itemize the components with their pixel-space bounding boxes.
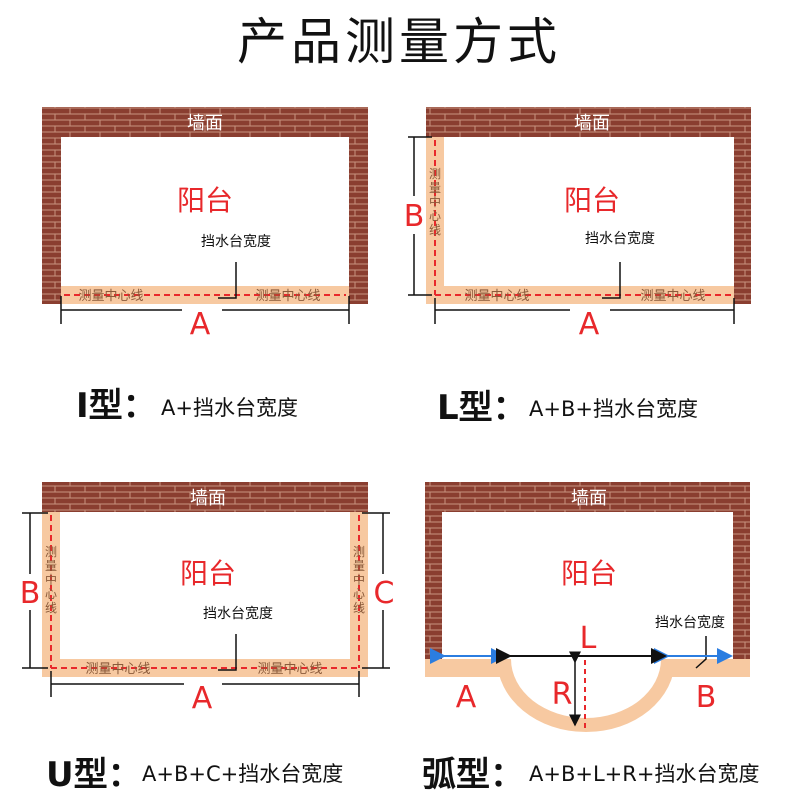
wall-label: 墙面 [571,488,607,509]
panel-l-type: 墙面 阳台 挡水台宽度 测量中心线 测量中心线 测量中心线 B A [404,107,751,342]
formula-text: A+B+C+挡水台宽度 [142,762,344,786]
center-line-label-left: 测量中心线 [464,289,529,304]
wall-left [42,137,61,304]
dim-c-letter: C [374,576,395,611]
formula-text: A+B+L+R+挡水台宽度 [529,762,760,786]
ledge-arc [497,659,675,732]
dim-a-letter: A [190,307,211,342]
center-line-label-vertical: 测量中心线 [429,167,441,237]
dim-b-letter: B [696,680,717,715]
wall-label: 墙面 [574,113,610,134]
center-line-label-left: 测量中心线 [78,289,143,304]
dim-a-letter: A [456,680,477,715]
wall-top [42,107,368,137]
dim-a-letter: A [579,307,600,342]
ledge-width-pointer [602,262,621,299]
ledge-right [667,659,750,677]
balcony-label: 阳台 [180,557,236,590]
type-label: I型： [76,386,157,426]
ledge-left [42,512,60,677]
center-line-label-right: 测量中心线 [640,289,705,304]
wall-top [426,107,751,137]
dim-l-letter: L [580,621,597,656]
dim-b-letter: B [20,576,41,611]
ledge-width-label: 挡水台宽度 [585,230,655,247]
formula-text: A+B+挡水台宽度 [529,397,698,421]
panel-u-type: 墙面 阳台 挡水台宽度 测量中心线 测量中心线 测量中心线 测量中心线 B C … [20,482,395,716]
type-label: L型： [437,388,527,428]
dim-b-letter: B [404,199,425,234]
dim-a-letter: A [192,681,213,716]
ledge-width-pointer [218,262,237,299]
ledge-width-label: 挡水台宽度 [203,605,273,622]
balcony-label: 阳台 [564,184,620,217]
panel-i-type: 墙面 阳台 挡水台宽度 测量中心线 测量中心线 A [42,107,368,342]
center-line-label-right: 测量中心线 [255,289,320,304]
ledge-width-label: 挡水台宽度 [201,233,271,250]
wall-top [42,482,368,512]
formula-text: A+挡水台宽度 [161,396,298,420]
wall-top [425,482,750,512]
center-line-label-bottom-right: 测量中心线 [257,662,322,677]
center-line-label-right-vertical: 测量中心线 [353,545,365,615]
ledge-width-pointer [218,634,237,671]
ledge-right [350,512,368,677]
wall-right [733,512,750,677]
wall-left [425,512,442,677]
wall-right [349,137,368,304]
balcony-label: 阳台 [177,184,233,217]
balcony-label: 阳台 [561,557,617,590]
center-line-label-bottom-left: 测量中心线 [85,662,150,677]
type-label: U型： [46,755,142,795]
type-label: 弧型： [422,755,524,795]
ledge-left [425,659,506,677]
center-line-label-left-vertical: 测量中心线 [45,545,57,615]
panel-arc-type: 墙面 阳台 挡水台宽度 L R A B [425,482,750,732]
page-title: 产品测量方式 [237,13,561,71]
ledge-width-label: 挡水台宽度 [655,614,725,631]
wall-right [734,137,751,304]
dim-r-letter: R [552,677,573,712]
wall-label: 墙面 [187,113,223,134]
wall-label: 墙面 [190,488,226,509]
